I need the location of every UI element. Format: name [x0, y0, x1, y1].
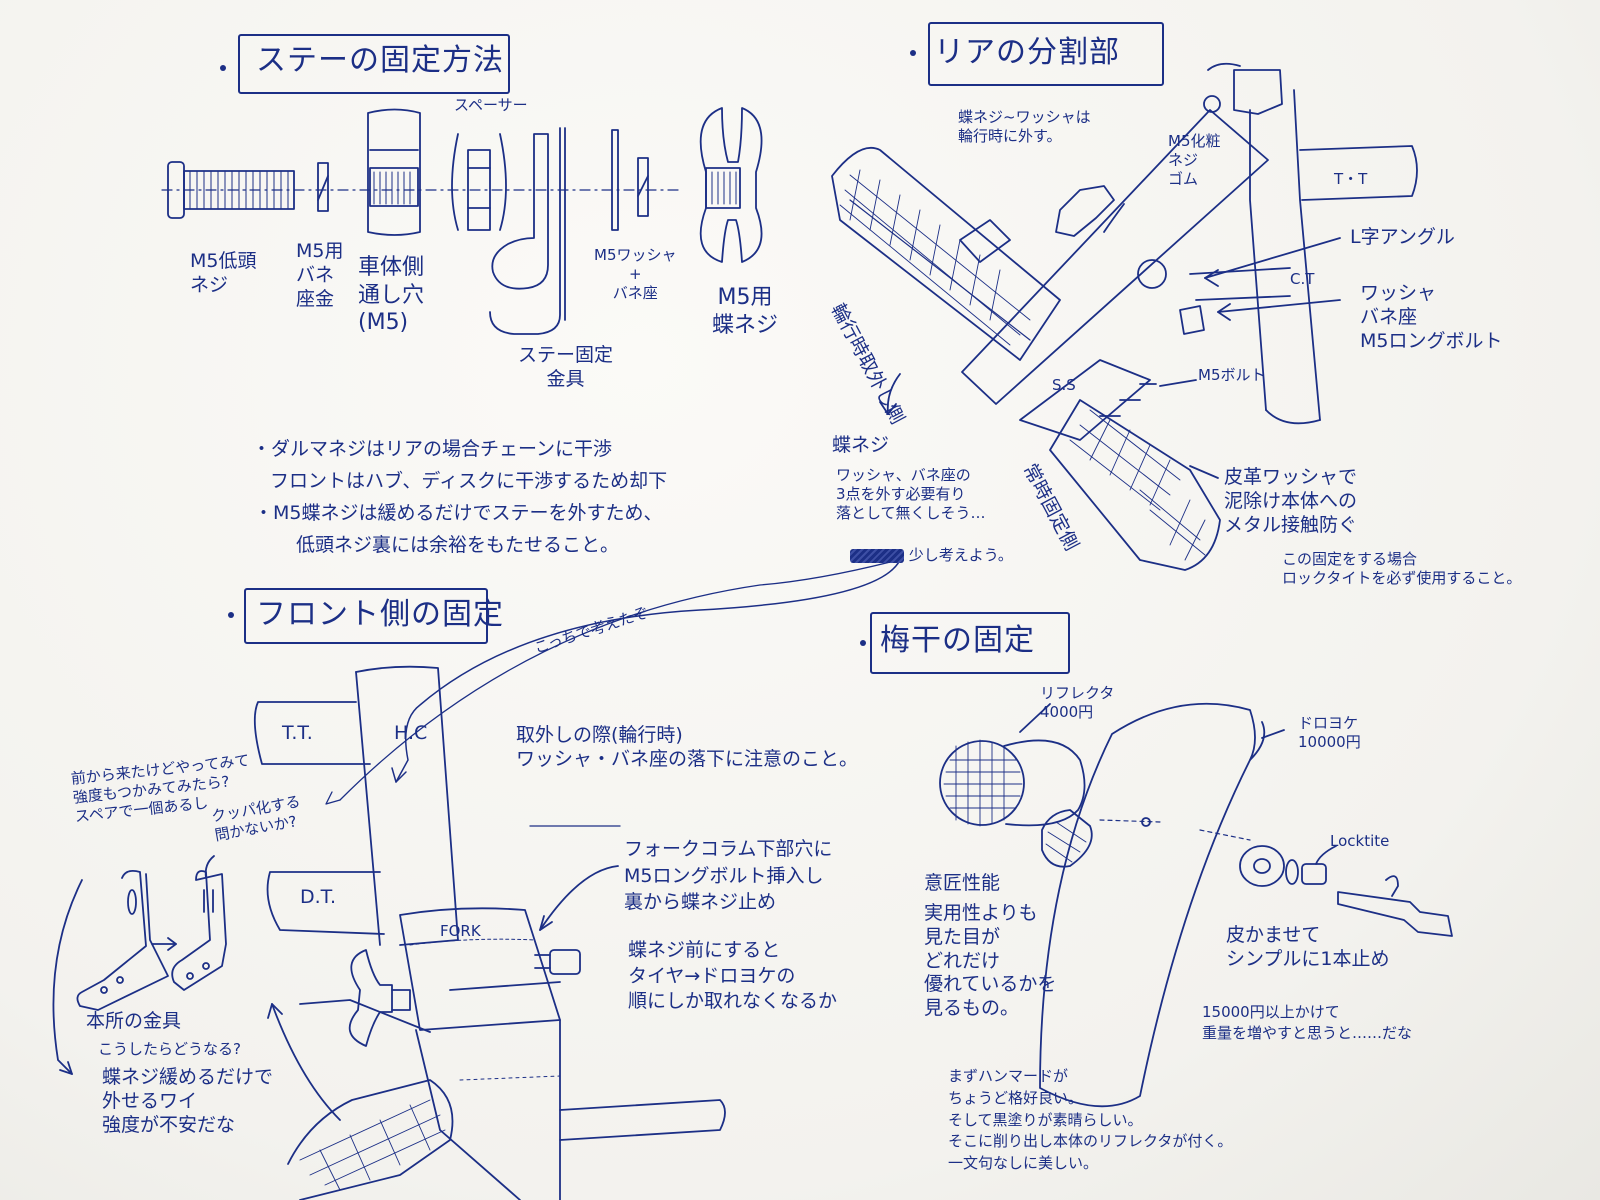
label-loosen-note: 蝶ネジ緩めるだけで 外せるワイ 強度が不安だな [102, 1066, 274, 1136]
thought-curve [396, 560, 900, 782]
section-title-umeboshi: 梅干の固定 [880, 623, 1035, 658]
label-wing-remove-note: ワッシャ、バネ座の 3点を外す必要有り 落として無くしそう… [836, 466, 986, 522]
section-bullet [228, 612, 234, 618]
label-column-note: フォークコラム下部穴に M5ロングボルト挿入し 裏から蝶ネジ止め [624, 838, 833, 914]
label-l-angle: L字アングル [1350, 226, 1455, 248]
label-bolt: M5低頭 ネジ [190, 250, 257, 296]
label-hammered: まずハンマードが ちょうど格好良い。 そして黒塗りが素晴らしい。 そこに削り出し… [948, 1067, 1233, 1172]
section-title-rear: リアの分割部 [934, 35, 1120, 70]
reflector-mudguard-drawing [940, 704, 1452, 1107]
section-title-stay: ステーの固定方法 [256, 43, 504, 78]
label-ct: C.T [1290, 270, 1315, 288]
label-washer-bolt: ワッシャ バネ座 M5ロングボルト [1360, 282, 1503, 352]
label-wing-nut-rear: 蝶ネジ [832, 434, 890, 456]
think-more-text: 少し考えよう。 [908, 546, 1013, 564]
section-bullet [220, 65, 226, 71]
label-wing-remove: 蝶ネジ~ワッシャは 輪行時に外す。 [958, 108, 1091, 145]
label-design: 意匠性能 [924, 872, 1001, 894]
label-washer-spring: M5ワッシャ + バネ座 [594, 246, 677, 302]
label-m5-bolt: M5ボルト [1198, 366, 1266, 384]
label-spacer: スペーサー [454, 96, 528, 114]
section-bullet [860, 640, 866, 646]
label-locktite: Locktite [1330, 832, 1390, 850]
label-reflector: リフレクタ 4000円 [1040, 684, 1115, 721]
label-leather-washer: 皮革ワッシャで 泥除け本体への メタル接触防ぐ [1224, 466, 1358, 536]
label-fork: FORK [440, 922, 481, 940]
label-m5-cosmetic: M5化粧 ネジ ゴム [1168, 132, 1221, 188]
label-design-note: 実用性よりも 見た目が どれだけ 優れているかを 見るもの。 [924, 902, 1057, 1019]
title-box [244, 588, 488, 644]
title-box [238, 34, 510, 94]
label-order-note: 蝶ネジ前にすると タイヤ→ドロヨケの 順にしか取れなくなるか [628, 939, 838, 1013]
label-tt-rear: T・T [1334, 170, 1368, 188]
front-fork-drawing [53, 667, 725, 1200]
label-cost-note: 15000円以上かけて 重量を増やすと思うと……だな [1202, 1003, 1413, 1042]
note-line-1: ・ダルマネジはリアの場合チェーンに干渉 [252, 438, 613, 460]
label-spring-washer: M5用 バネ 座金 [296, 240, 344, 310]
section-bullet [910, 50, 916, 56]
label-tt-front: T.T. [282, 722, 313, 744]
label-leather: 皮かませて シンプルに1本止め [1226, 924, 1390, 970]
note-line-3: ・M5蝶ネジは緩めるだけでステーを外すため、 [254, 502, 663, 524]
title-box [870, 612, 1070, 674]
label-wing-nut: M5用 蝶ネジ [712, 285, 779, 338]
note-line-2: フロントはハブ、ディスクに干渉するため却下 [270, 470, 668, 492]
label-frame-hole: 車体側 通し穴 (M5) [358, 255, 425, 335]
label-original-bracket: 本所の金具 [86, 1010, 182, 1032]
label-stay-bracket: ステー固定 金具 [518, 344, 614, 390]
label-removal-note: 取外しの際(輪行時) ワッシャ・バネ座の落下に注意のこと。 [516, 724, 859, 770]
label-mudguard: ドロヨケ 10000円 [1298, 714, 1361, 751]
rear-split-drawing [832, 64, 1417, 570]
note-line-4: 低頭ネジ裏には余裕をもたせること。 [296, 534, 620, 556]
label-what-if: こうしたらどうなる? [98, 1040, 241, 1058]
label-loctite-note: この固定をする場合 ロックタイトを必ず使用すること。 [1282, 550, 1522, 587]
label-hc: H.C [394, 722, 428, 744]
title-box [928, 22, 1164, 86]
scribble-mark [850, 548, 904, 563]
section-title-front: フロント側の固定 [256, 597, 504, 632]
label-ss: S.S [1052, 376, 1076, 394]
stay-hardware-drawing [162, 108, 762, 334]
label-dt: D.T. [300, 886, 337, 908]
label-think-more: 少し考えよう。 [850, 546, 1013, 565]
